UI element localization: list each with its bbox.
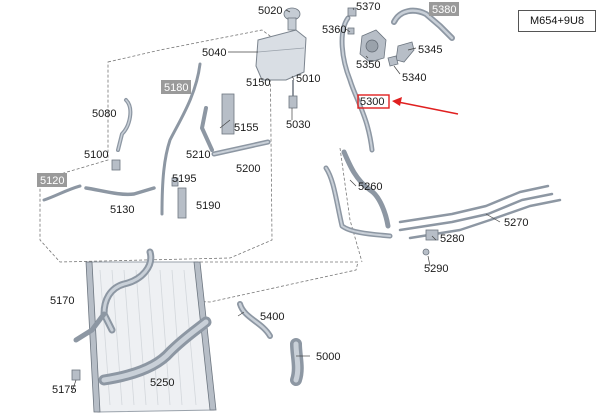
- label-5180: 5180: [164, 82, 188, 94]
- bracket-5345: [395, 41, 415, 63]
- label-5190: 5190: [196, 200, 220, 212]
- label-5155: 5155: [234, 122, 258, 134]
- group-outline-left: [39, 29, 273, 263]
- label-5010: 5010: [296, 73, 320, 85]
- label-box-5180: [161, 80, 191, 94]
- label-5100: 5100: [84, 149, 108, 161]
- label-5400: 5400: [260, 311, 284, 323]
- label-5360: 5360: [322, 24, 346, 36]
- label-5020: 5020: [258, 5, 282, 17]
- label-5120: 5120: [40, 175, 64, 187]
- label-5030: 5030: [286, 119, 310, 131]
- bracket-5280: [425, 229, 439, 241]
- label-box-5120: [37, 173, 67, 187]
- label-5340: 5340: [402, 72, 426, 84]
- clip-5370: [347, 7, 357, 17]
- label-5300: 5300: [360, 96, 384, 108]
- label-5290: 5290: [424, 263, 448, 275]
- label-5175: 5175: [52, 384, 76, 396]
- bolt-5290: [422, 248, 430, 256]
- callout-frame-5300: [357, 94, 390, 109]
- label-5150: 5150: [246, 77, 270, 89]
- label-5170: 5170: [50, 295, 74, 307]
- label-5270: 5270: [504, 217, 528, 229]
- hose-set: [42, 7, 562, 386]
- label-5130: 5130: [110, 204, 134, 216]
- clip-5195: [171, 177, 179, 187]
- label-5380: 5380: [432, 4, 456, 16]
- clip-5175: [71, 369, 81, 381]
- group-outline-right: [339, 147, 363, 263]
- label-5260: 5260: [358, 181, 382, 193]
- label-5370: 5370: [356, 1, 380, 13]
- label-5040: 5040: [202, 47, 226, 59]
- radiator: [85, 261, 217, 413]
- label-5345: 5345: [418, 44, 442, 56]
- expansion-tank: [255, 7, 307, 81]
- callout-arrow: [392, 97, 459, 115]
- tank-bracket-5030: [288, 95, 298, 109]
- label-5350: 5350: [356, 59, 380, 71]
- leader-lines: [71, 7, 501, 393]
- label-box-5380: [429, 2, 459, 16]
- model-code-box: M654+9U8: [518, 10, 596, 32]
- clip-5100: [111, 159, 121, 171]
- bracket-5150: [221, 93, 235, 135]
- label-5200: 5200: [236, 163, 260, 175]
- bracket-5340: [387, 55, 399, 67]
- label-5280: 5280: [440, 233, 464, 245]
- label-5000: 5000: [316, 351, 340, 363]
- label-5210: 5210: [186, 149, 210, 161]
- thermostat-housing: [359, 29, 387, 63]
- group-outline-bottom: [164, 261, 359, 303]
- label-5195: 5195: [172, 173, 196, 185]
- label-5250: 5250: [150, 377, 174, 389]
- bracket-5190: [177, 187, 187, 219]
- label-5080: 5080: [92, 108, 116, 120]
- clip-5360: [347, 27, 355, 35]
